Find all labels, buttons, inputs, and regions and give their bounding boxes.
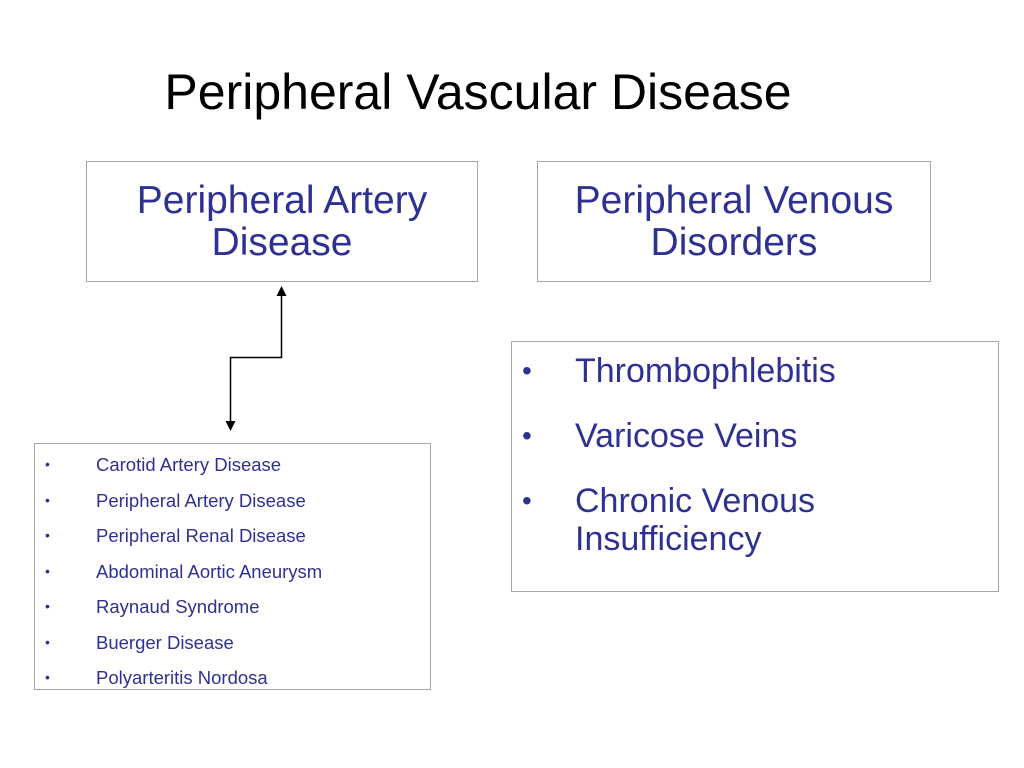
list-item: •Peripheral Renal Disease bbox=[35, 518, 430, 554]
bullet-icon: • bbox=[45, 669, 50, 685]
artery-heading-line-2: Disease bbox=[211, 220, 353, 264]
list-item: •Carotid Artery Disease bbox=[35, 447, 430, 483]
slide-title: Peripheral Vascular Disease bbox=[164, 64, 792, 120]
artery-disease-list: •Carotid Artery Disease •Peripheral Arte… bbox=[35, 447, 430, 696]
bullet-icon: • bbox=[45, 598, 50, 614]
list-item: •Thrombophlebitis bbox=[522, 352, 836, 390]
bullet-icon: • bbox=[522, 485, 532, 516]
venous-heading-line-1: Peripheral Venous bbox=[574, 178, 894, 222]
list-item: •Buerger Disease bbox=[35, 625, 430, 661]
bullet-icon: • bbox=[45, 562, 50, 579]
venous-disorders-heading-box: Peripheral Venous Disorders bbox=[537, 161, 931, 282]
bullet-icon: • bbox=[45, 527, 50, 543]
list-item: •Polyarteritis Nordosa bbox=[35, 660, 430, 696]
venous-disorders-list-box: •Thrombophlebitis •Varicose Veins •Chron… bbox=[511, 341, 999, 592]
artery-disease-heading-box: Peripheral Artery Disease bbox=[86, 161, 478, 282]
list-item: •Varicose Veins bbox=[522, 417, 798, 455]
list-item: •Raynaud Syndrome bbox=[35, 589, 430, 625]
bullet-icon: • bbox=[522, 420, 532, 451]
artery-heading-line-1: Peripheral Artery bbox=[136, 178, 428, 222]
venous-disorders-list: •Thrombophlebitis •Varicose Veins •Chron… bbox=[512, 352, 998, 558]
bullet-icon: • bbox=[45, 491, 50, 508]
artery-disease-list-box: •Carotid Artery Disease •Peripheral Arte… bbox=[34, 443, 431, 690]
venous-heading-line-2: Disorders bbox=[650, 220, 818, 264]
list-item: •Peripheral Artery Disease bbox=[35, 483, 430, 519]
list-item: •Abdominal Aortic Aneurysm bbox=[35, 554, 430, 590]
bullet-icon: • bbox=[522, 355, 532, 386]
list-item: •Chronic Venous Insufficiency bbox=[522, 482, 816, 558]
bullet-icon: • bbox=[45, 456, 50, 472]
bullet-icon: • bbox=[45, 633, 50, 650]
